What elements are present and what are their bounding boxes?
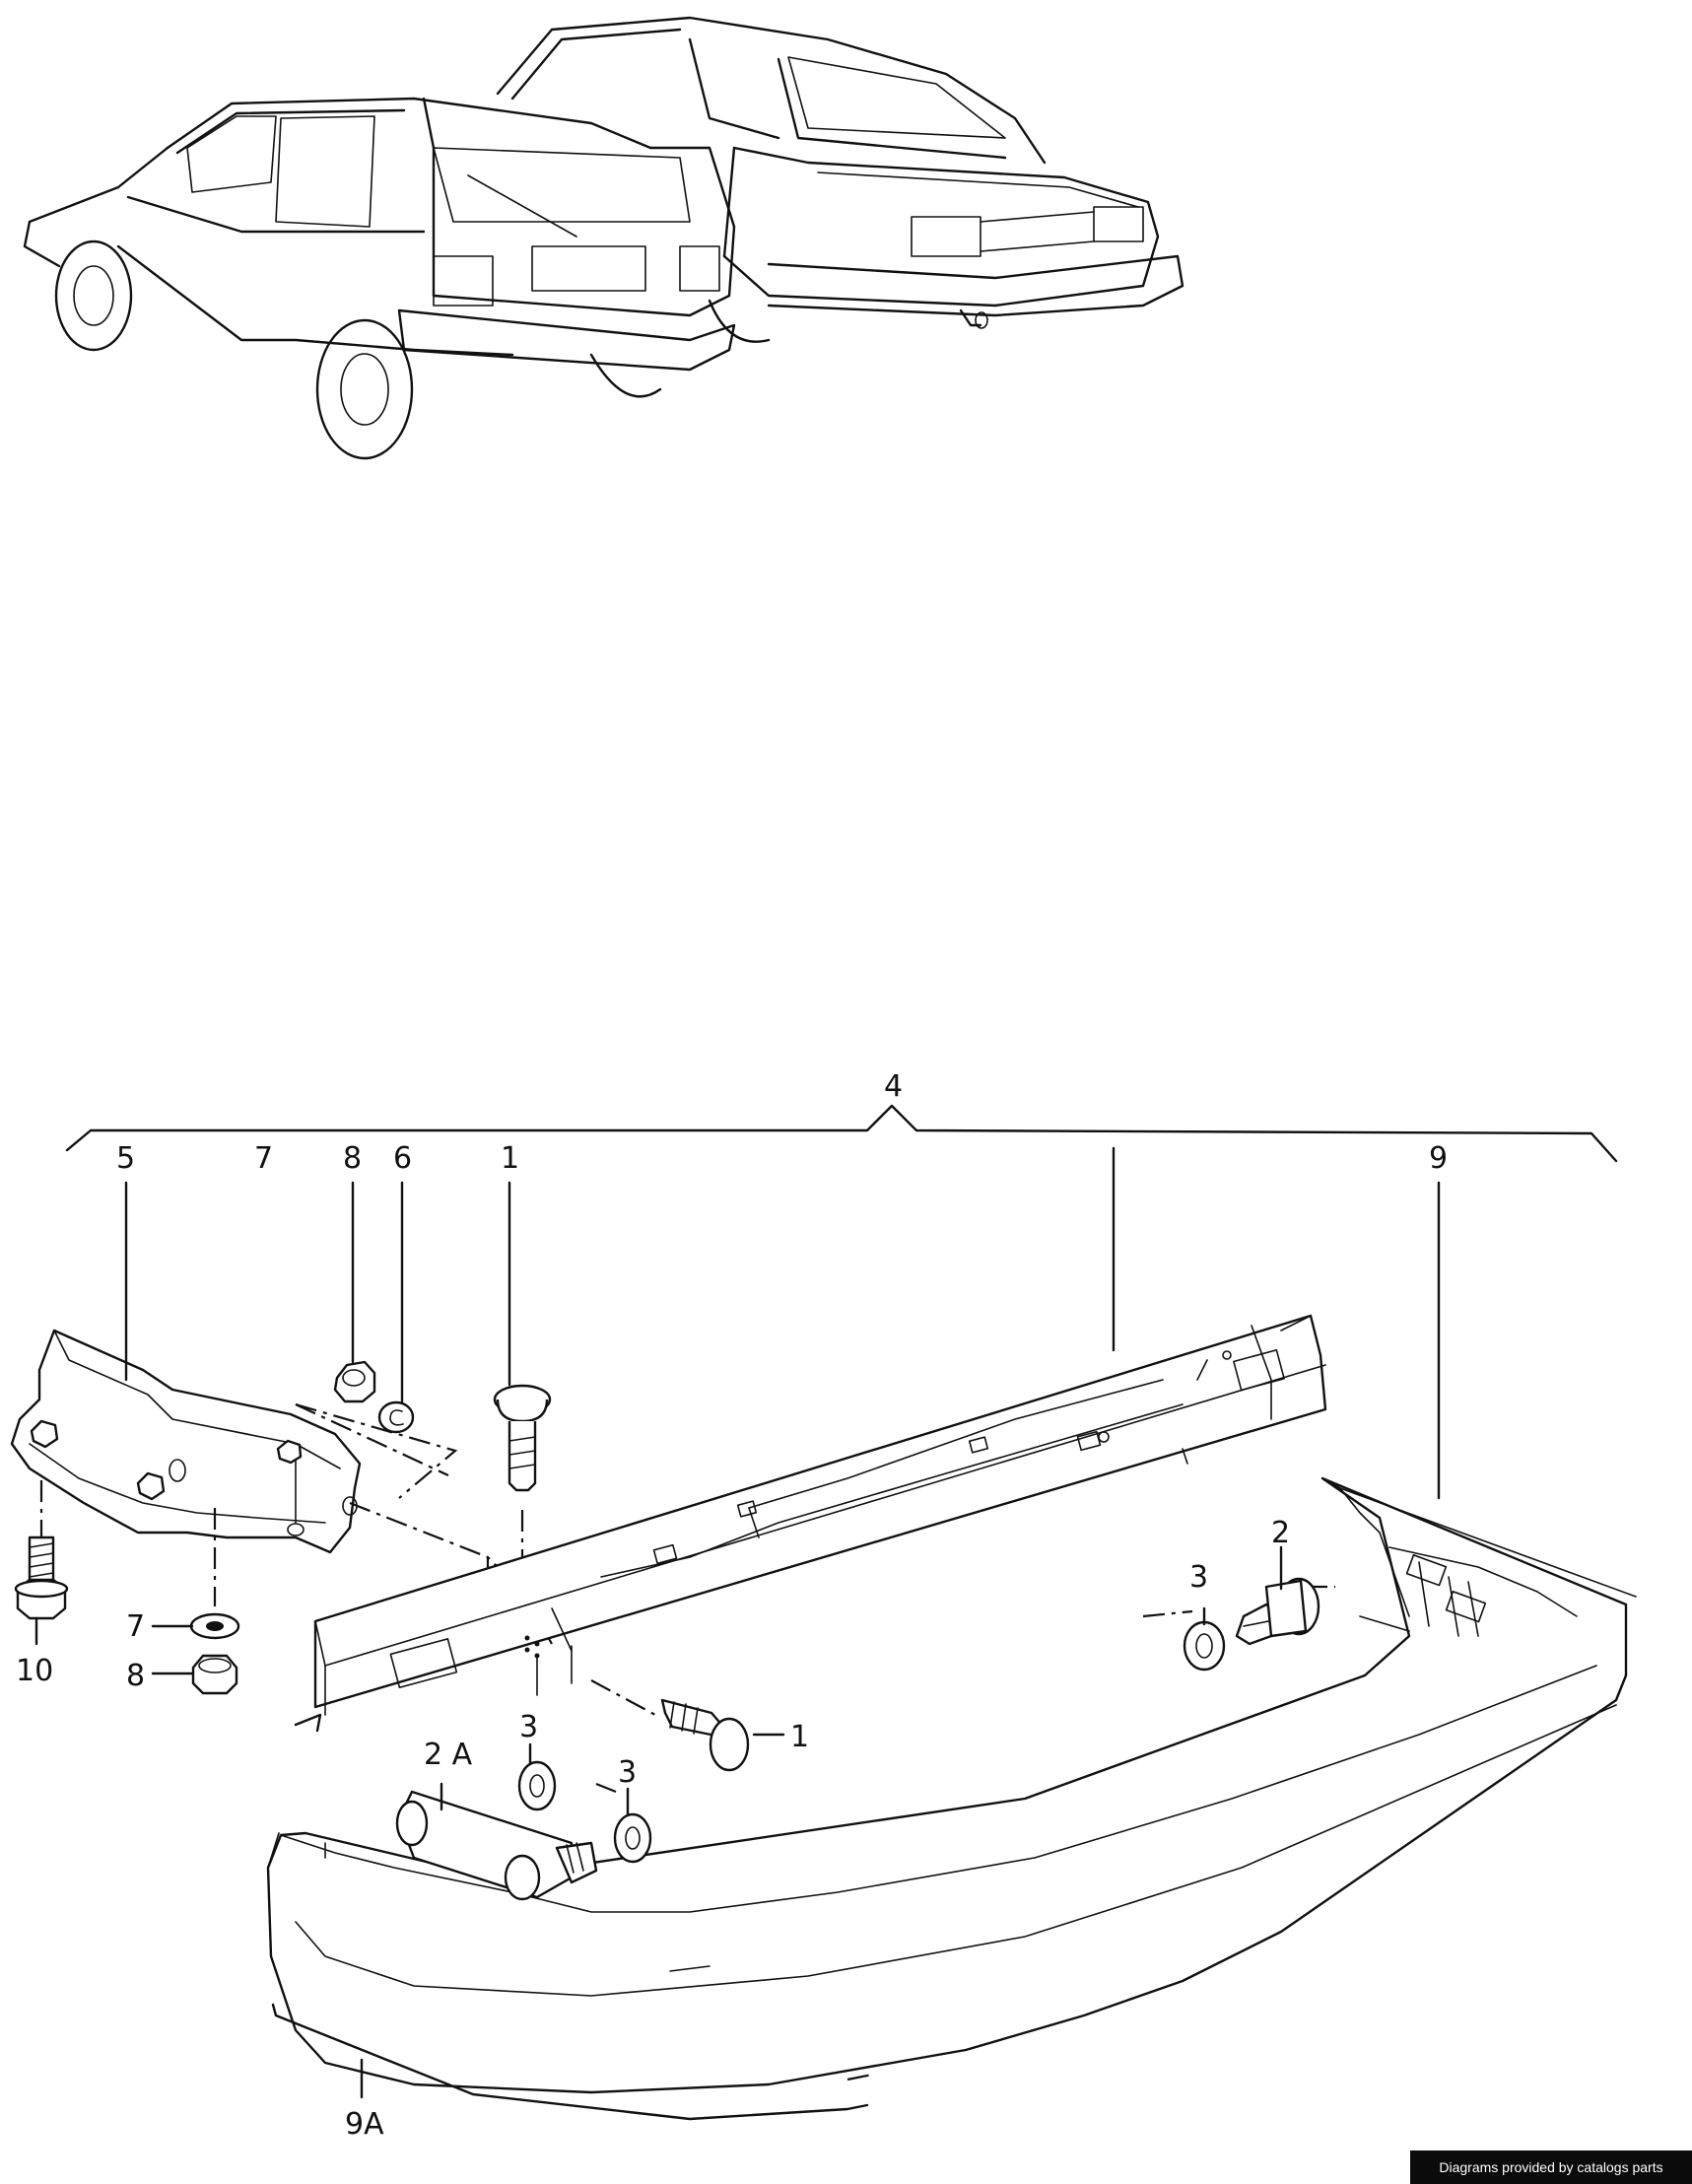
washer-part-3-right: [1183, 1620, 1226, 1672]
washer-part-6: [377, 1400, 415, 1434]
hatchback-illustration: [23, 97, 736, 460]
callout-4: 4: [884, 1069, 903, 1104]
callout-10: 10: [16, 1654, 53, 1688]
callout-9: 9: [1429, 1141, 1448, 1176]
nut-part-8-top: [333, 1360, 376, 1403]
callout-2: 2: [1271, 1516, 1290, 1550]
sedan-illustration: [496, 16, 1184, 343]
impact-bar: [294, 1314, 1327, 1733]
callout-1-right: 1: [790, 1720, 809, 1754]
push-clip-part-2: [1235, 1577, 1320, 1646]
bolt-part-10: [14, 1536, 69, 1620]
callout-8-top: 8: [343, 1141, 362, 1176]
callout-9a: 9A: [345, 2107, 384, 2142]
callout-2a: 2 A: [424, 1738, 473, 1772]
callout-8-left: 8: [126, 1659, 145, 1693]
nut-part-8: [191, 1654, 238, 1695]
callout-3-right: 3: [1189, 1560, 1208, 1595]
washer-part-3-left: [517, 1760, 557, 1811]
leader-lines: [34, 1146, 1441, 2099]
reflector-part-2a: [395, 1790, 598, 1901]
bumper-cover-part-9: [266, 1476, 1637, 2094]
callout-6: 6: [393, 1141, 412, 1176]
callout-7-top: 7: [254, 1141, 273, 1176]
callout-labels: 4 5 7 8 6 1 9 2 3 1 7 8 10 2 A 3 3 9A: [16, 1069, 1448, 2142]
trim-strip-part-9a: [271, 2003, 869, 2121]
callout-7-left: 7: [126, 1609, 145, 1644]
callout-3-mid: 3: [618, 1755, 637, 1790]
credit-banner: Diagrams provided by catalogs parts: [1410, 2150, 1692, 2184]
clip-part-1-right: [660, 1698, 750, 1772]
washer-part-3-mid: [613, 1812, 652, 1864]
mounting-bracket-part-5: [10, 1329, 362, 1554]
callout-1-top: 1: [501, 1141, 519, 1176]
washer-part-7: [189, 1612, 240, 1640]
callout-3-left: 3: [519, 1710, 538, 1744]
callout-5: 5: [116, 1141, 135, 1176]
assembly-4-brace: [65, 1104, 1618, 1163]
clip-part-1-top: [493, 1384, 552, 1492]
